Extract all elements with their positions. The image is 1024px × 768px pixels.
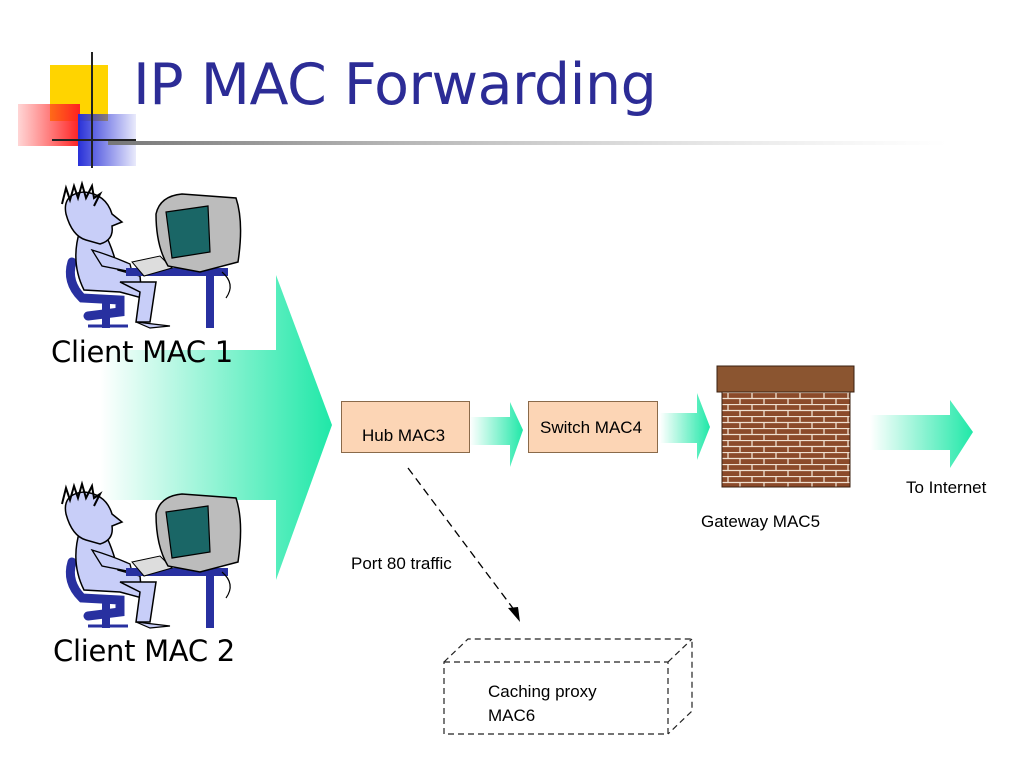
arrow-switch-to-gateway <box>660 393 710 460</box>
client-2-label: Client MAC 2 <box>53 634 235 668</box>
arrow-to-internet <box>870 400 973 468</box>
gateway-label: Gateway MAC5 <box>701 512 821 531</box>
arrow-hub-to-switch <box>470 402 523 467</box>
client-1-label: Client MAC 1 <box>51 335 233 369</box>
person-at-computer-icon <box>61 480 242 629</box>
proxy-label-line1: Caching proxy <box>488 682 597 701</box>
switch-label: Switch MAC4 <box>540 418 643 437</box>
brick-wall-icon <box>716 365 855 488</box>
big-arrow <box>100 275 332 580</box>
slide-logo-icon <box>18 52 136 168</box>
dashed-arrow-port80 <box>407 467 520 622</box>
hub-box: Hub MAC3 <box>341 401 470 453</box>
port80-label: Port 80 traffic <box>351 554 452 573</box>
switch-box: Switch MAC4 <box>528 401 658 453</box>
page-title: IP MAC Forwarding <box>133 52 657 118</box>
proxy-box-outline <box>443 638 693 735</box>
person-at-computer-icon <box>61 180 242 329</box>
internet-label: To Internet <box>906 478 987 497</box>
hub-label: Hub MAC3 <box>362 426 446 445</box>
title-rule <box>108 141 948 145</box>
proxy-label-line2: MAC6 <box>488 706 536 725</box>
